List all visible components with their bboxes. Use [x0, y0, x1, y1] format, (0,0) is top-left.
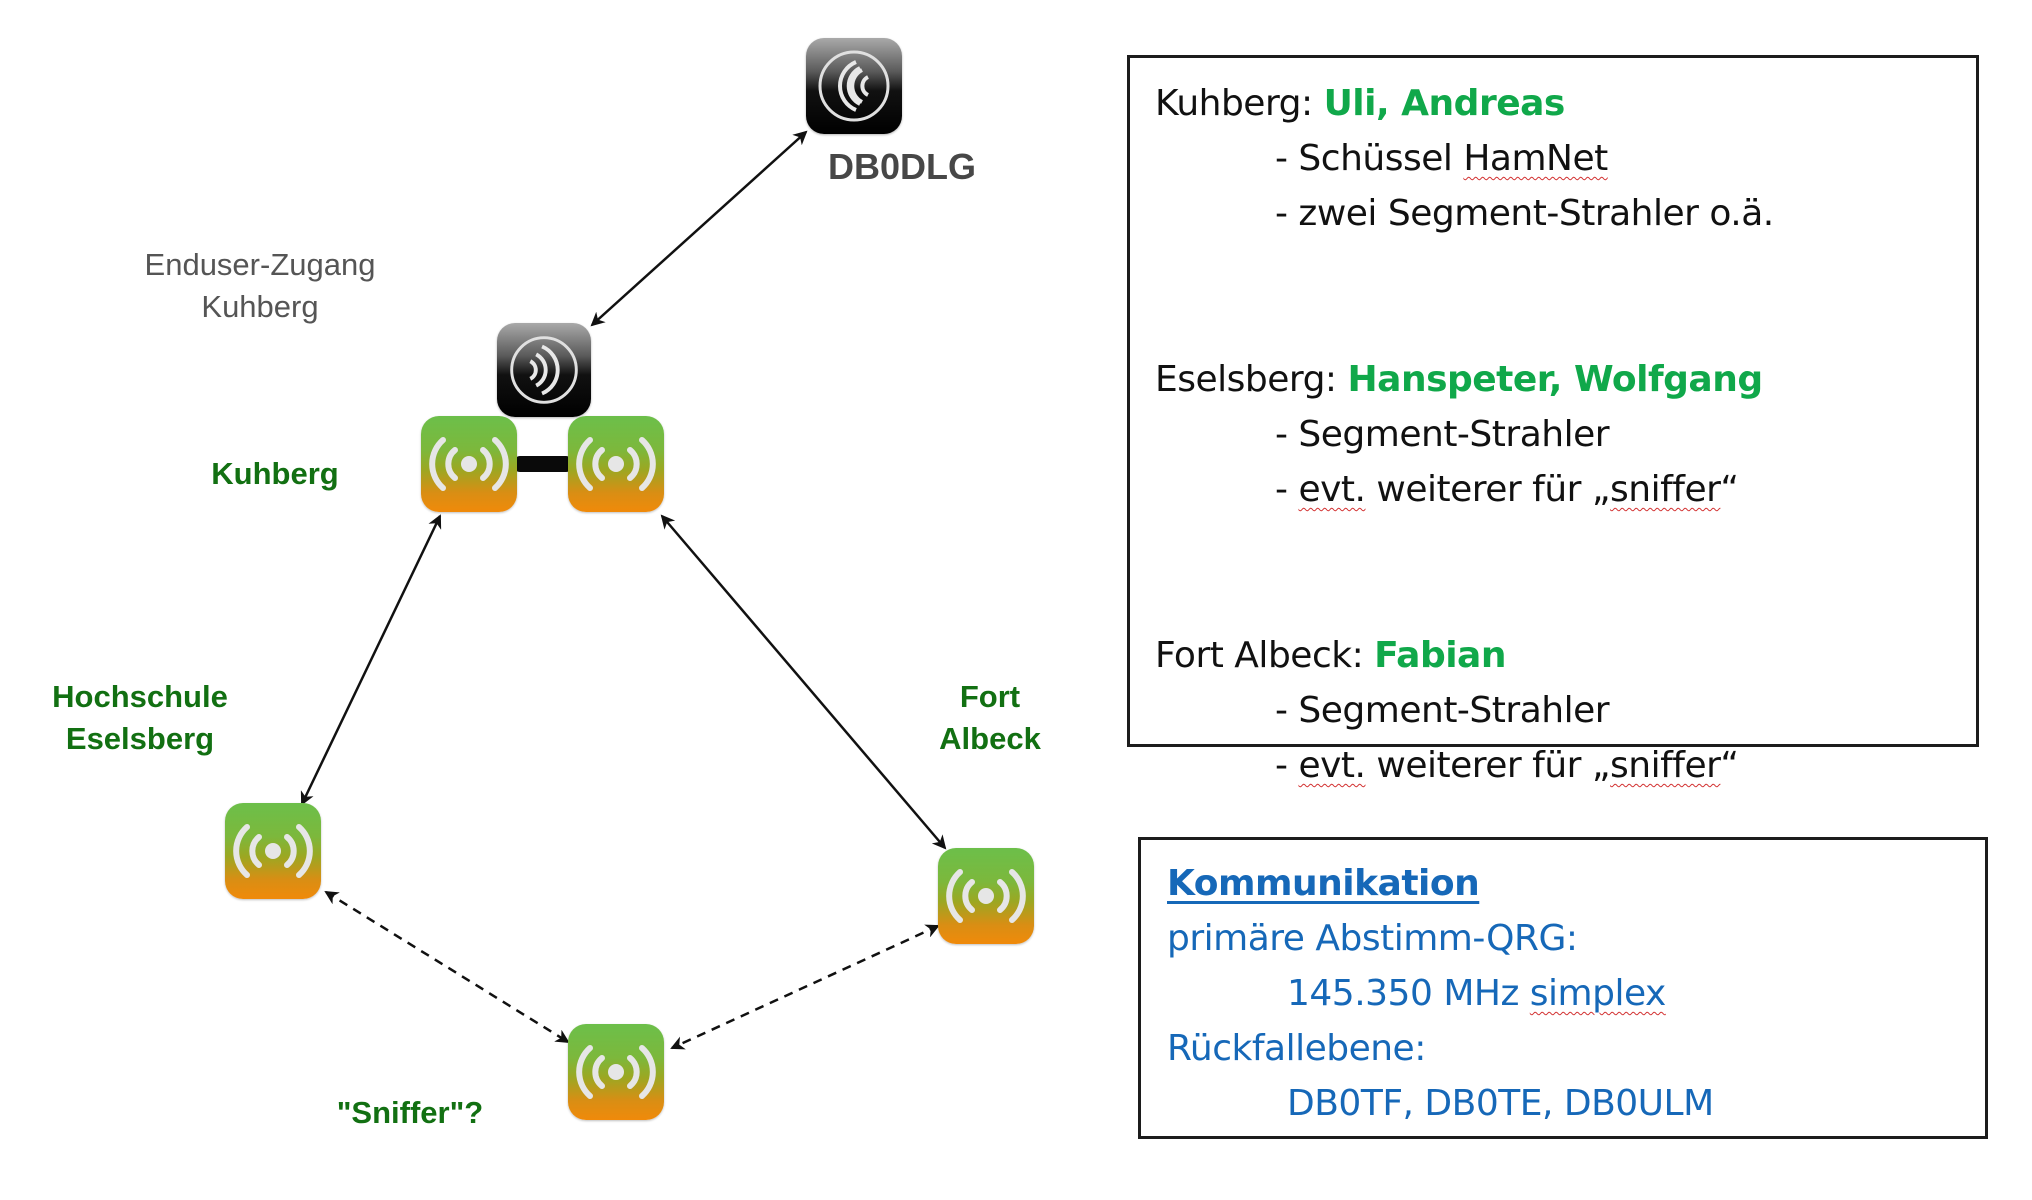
antenna-broadcast-icon [510, 336, 578, 404]
mode: simplex [1529, 973, 1667, 1014]
link-eselsberg-sniffer [324, 890, 570, 1044]
section-eselsberg-item: - evt. weiterer für „sniffer“ [1275, 469, 1739, 510]
node-fort-albeck-label-line1: Fort [959, 679, 1021, 714]
node-db0dlg[interactable] [806, 38, 902, 134]
wireless-radio-icon [233, 824, 313, 878]
node-enduser-label: Enduser-Zugang Kuhberg [110, 244, 410, 328]
communication-title: Kommunikation [1167, 863, 1480, 904]
link-kuhberg-fort-albeck [660, 514, 947, 850]
section-kuhberg-item: - Schüssel HamNet [1275, 138, 1608, 179]
node-eselsberg-label-line1: Hochschule [52, 679, 228, 714]
antenna-broadcast-icon [818, 50, 890, 122]
wireless-radio-icon [429, 437, 509, 491]
link-kuhberg-bridge [514, 456, 572, 472]
node-eselsberg-label-line2: Eselsberg [65, 721, 215, 756]
section-kuhberg-item: - zwei Segment-Strahler o.ä. [1275, 193, 1774, 234]
wireless-radio-icon [576, 1045, 656, 1099]
network-diagram: DB0DLG Enduser-Zugang Kuhberg [20, 38, 1080, 1130]
node-sniffer-label: "Sniffer"? [336, 1095, 484, 1130]
link-kuhberg-eselsberg [300, 514, 442, 806]
node-enduser-label-line1: Enduser-Zugang [144, 247, 376, 282]
primary-qrg-label: primäre Abstimm-QRG: [1167, 918, 1578, 959]
node-kuhberg-right[interactable] [568, 416, 664, 512]
assignments-box: Kuhberg: Uli, Andreas - Schüssel HamNet … [1127, 55, 1979, 786]
section-fort-albeck-item: - Segment-Strahler [1275, 690, 1610, 731]
diagram-links [300, 130, 947, 1050]
communication-box: Kommunikation primäre Abstimm-QRG: 145.3… [1138, 837, 1988, 1139]
people-names: Fabian [1374, 635, 1506, 676]
node-eselsberg[interactable] [225, 803, 321, 899]
section-kuhberg-header: Kuhberg: Uli, Andreas [1155, 76, 1976, 131]
people-names: Hanspeter, Wolfgang [1347, 359, 1764, 400]
node-eselsberg-label: Hochschule Eselsberg [20, 676, 260, 760]
node-enduser-label-line2: Kuhberg [201, 289, 319, 324]
node-sniffer[interactable] [568, 1024, 664, 1120]
site-name: Eselsberg: [1155, 359, 1337, 400]
wireless-radio-icon [576, 437, 656, 491]
section-fort-albeck-header: Fort Albeck: Fabian [1155, 628, 1976, 683]
spellcheck-word: HamNet [1463, 138, 1608, 179]
node-fort-albeck-label-line2: Albeck [939, 721, 1041, 756]
link-fort-albeck-sniffer [670, 924, 940, 1050]
fallback-label: Rückfallebene: [1167, 1028, 1426, 1069]
link-db0dlg-enduser [590, 130, 808, 327]
fallback-value: DB0TF, DB0TE, DB0ULM [1287, 1083, 1714, 1124]
section-eselsberg-header: Eselsberg: Hanspeter, Wolfgang [1155, 352, 1976, 407]
node-kuhberg-label: Kuhberg [211, 456, 339, 491]
wireless-radio-icon [946, 869, 1026, 923]
site-name: Fort Albeck: [1155, 635, 1364, 676]
node-fort-albeck-label: Fort Albeck [900, 676, 1080, 760]
frequency: 145.350 MHz [1287, 973, 1519, 1014]
site-name: Kuhberg: [1155, 83, 1313, 124]
section-fort-albeck-item: - evt. weiterer für „sniffer“ [1275, 745, 1739, 786]
node-kuhberg-left[interactable] [421, 416, 517, 512]
primary-qrg-value: 145.350 MHz simplex [1167, 966, 1985, 1021]
node-enduser[interactable] [497, 323, 591, 417]
people-names: Uli, Andreas [1323, 83, 1566, 124]
section-eselsberg-item: - Segment-Strahler [1275, 414, 1610, 455]
node-db0dlg-label: DB0DLG [828, 146, 977, 187]
node-fort-albeck[interactable] [938, 848, 1034, 944]
